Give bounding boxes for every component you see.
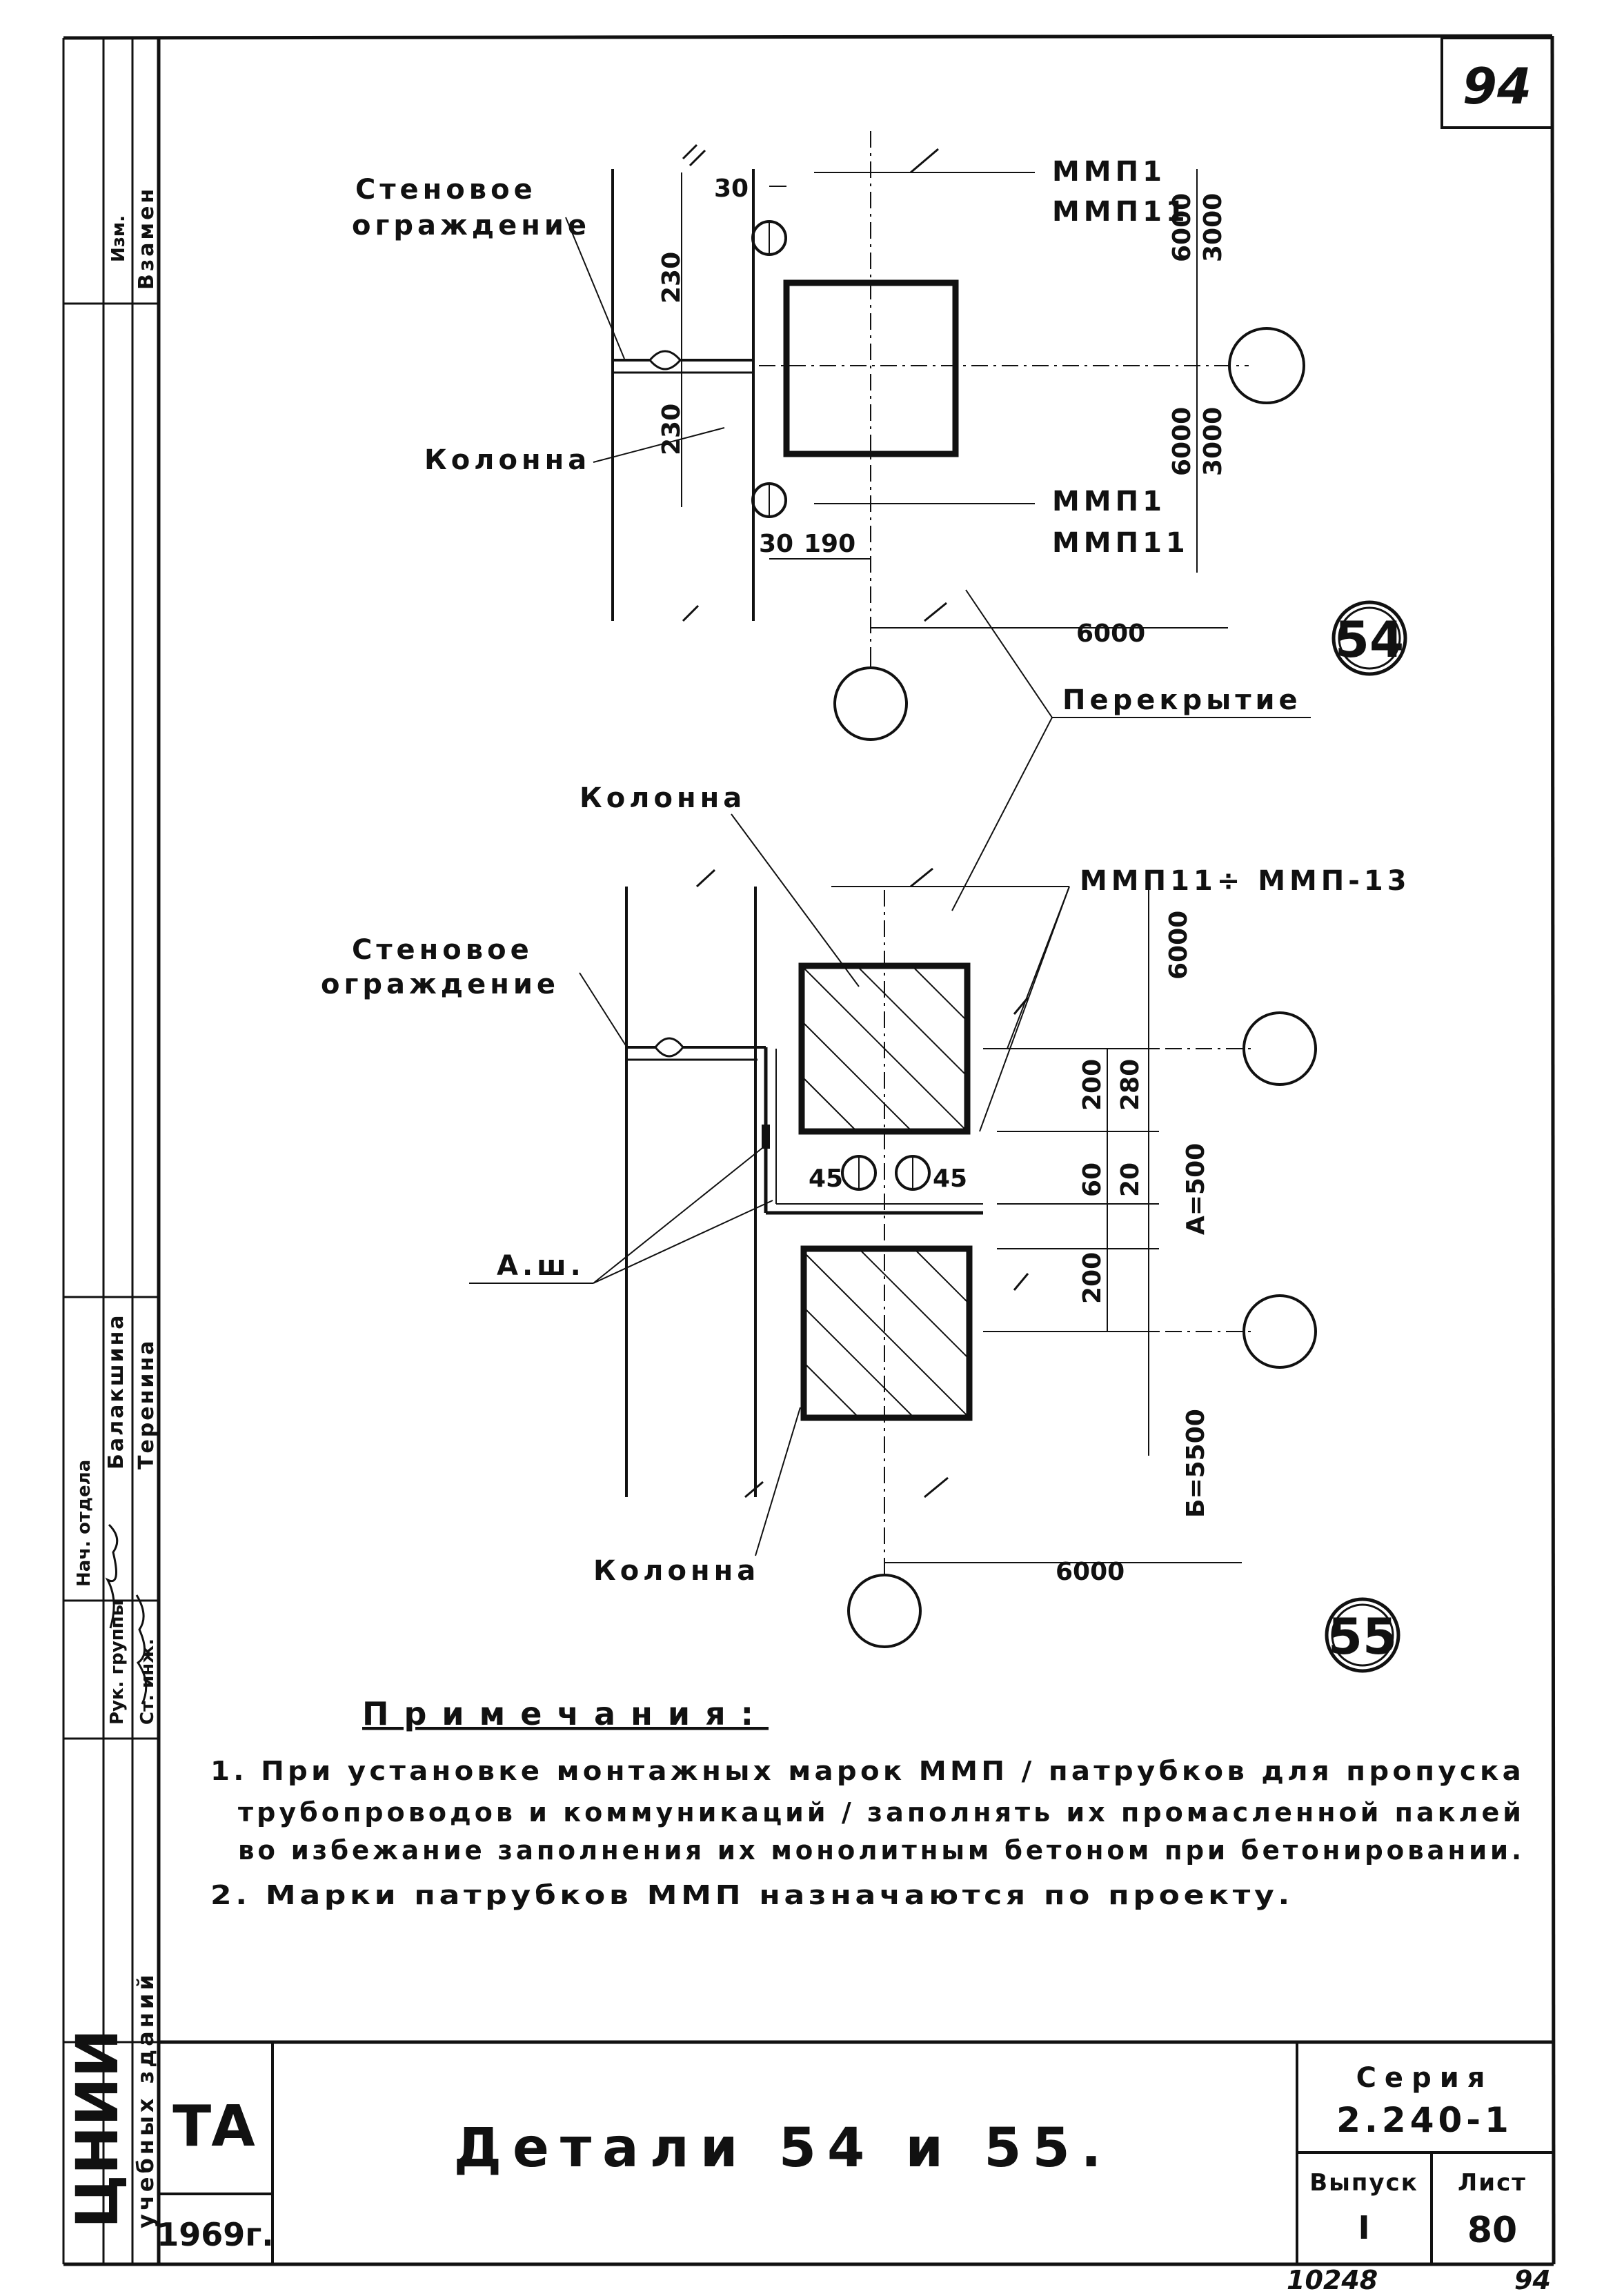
dim-54-v3000a: 3000 [1199,193,1227,262]
detail-54-mark-bottom-1: ММП1 [1052,486,1166,517]
dim-55-20: 20 [1116,1162,1145,1197]
title-block [159,2040,1554,2264]
sheet-value: 80 [1467,2210,1517,2251]
left-stamp-strip: Изм. Взамен Нач. отдела Рук. группы Ст. … [63,186,159,2228]
detail-54 [565,131,1407,741]
detail-55-wall-label-2: ограждение [321,969,560,1000]
stamp-header-izm: Изм. [108,215,129,262]
detail-54-mark-bottom-2: ММП11 [1052,527,1189,559]
notes-title: Примечания: [362,1695,769,1732]
notes-line-3: во избежание заполнения их монолитным бе… [238,1835,1525,1866]
detail-54-mark-top-1: ММП1 [1052,156,1166,188]
dim-54-30: 30 [714,175,749,203]
sheet-frame [62,34,1556,2266]
dim-55-a500: А=500 [1182,1143,1210,1235]
detail-54-wall-label-1: Стеновое [355,174,537,206]
dim-54-30b: 30 [759,530,793,558]
detail-54-texts: Стеновое ограждение Колонна ММП1 ММП11 М… [352,156,1404,669]
detail-54-mark-top-2: ММП11 [1052,196,1189,228]
notes-line-1: 1. При установке монтажных марок ММП / п… [210,1756,1525,1786]
detail-54-number: 54 [1335,611,1404,669]
notes: Примечания: 1. При установке монтажных м… [210,1695,1525,1910]
detail-55-wall-label-1: Стеновое [352,934,533,966]
series-label: Серия [1356,2062,1494,2094]
detail-54-column-label: Колонна [424,444,591,476]
title-block-texts: ТА 1969г. Детали 54 и 55. Серия 2.240-1 … [157,2062,1551,2295]
stamp-name-2: Теренина [135,1339,159,1469]
notes-line-2: трубопроводов и коммуникаций / заполнять… [238,1797,1525,1828]
slab-label: Перекрытие [1062,684,1302,716]
issue-label: Выпуск [1309,2169,1418,2197]
dim-55-200b: 200 [1078,1252,1107,1304]
title-org: ТА [172,2094,255,2159]
stamp-org-name: ЦНИИ [63,2029,131,2228]
bottom-right-number: 94 [1514,2265,1551,2295]
issue-value: I [1358,2209,1369,2246]
dim-55-45a: 45 [809,1165,843,1193]
bottom-left-number: 10248 [1287,2265,1378,2295]
dim-54-v6000b: 6000 [1168,407,1196,476]
detail-54-wall-label-2: ограждение [352,210,591,241]
detail-55-column-top-label: Колонна [580,782,746,814]
dim-54-h6000: 6000 [1076,620,1145,648]
slab-callout [951,589,1311,911]
stamp-name-1: Балакшина [104,1313,128,1469]
detail-55-column-bottom-label: Колонна [593,1555,760,1587]
detail-55-marks: ММП11÷ ММП-13 [1080,865,1411,897]
dim-55-60: 60 [1078,1162,1107,1197]
dim-54-190: 190 [804,530,855,558]
detail-55-texts: Колонна Стеновое ограждение ММП11÷ ММП-1… [321,782,1411,1665]
notes-line-4: 2. Марки патрубков ММП назначаются по пр… [210,1880,1294,1910]
dim-54-230b: 230 [657,404,686,455]
detail-55-number: 55 [1328,1607,1397,1665]
sheet-label: Лист [1458,2169,1527,2197]
dim-54-v3000b: 3000 [1199,407,1227,476]
dim-55-280: 280 [1116,1059,1145,1111]
series-value: 2.240-1 [1336,2100,1513,2140]
stamp-role-2: Рук. группы [107,1600,128,1725]
dim-55-200a: 200 [1078,1059,1107,1111]
sheet-number-top: 94 [1463,57,1532,115]
dim-55-v6000: 6000 [1165,911,1193,980]
stamp-org-sub: учебных зданий [132,1971,159,2228]
detail-55 [469,813,1400,1673]
dim-54-230a: 230 [657,252,686,304]
dim-55-h6000: 6000 [1056,1558,1125,1586]
drawing-title: Детали 54 и 55. [454,2117,1113,2179]
stamp-role-1: Нач. отдела [74,1460,95,1587]
stamp-header-vzamen: Взамен [135,186,159,290]
signature-1 [105,1523,119,1629]
title-year: 1969г. [157,2216,274,2253]
dim-54-v6000a: 6000 [1168,193,1196,262]
detail-55-ash-label: А.ш. [497,1250,585,1282]
signature-2 [135,1594,148,1705]
stamp-role-3: Ст. инж. [137,1639,158,1725]
dim-55-b5500: Б=5500 [1182,1409,1210,1518]
dim-55-45b: 45 [933,1165,967,1193]
